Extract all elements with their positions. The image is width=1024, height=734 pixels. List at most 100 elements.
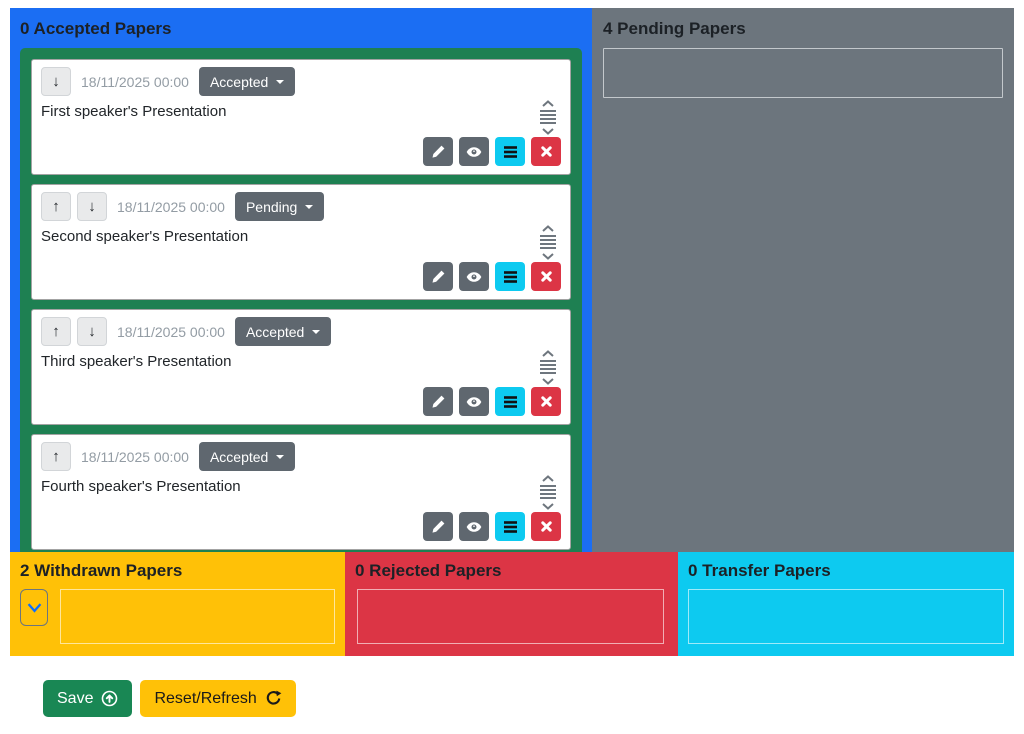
edit-button[interactable] [423,387,453,416]
status-dropdown[interactable]: Accepted [198,442,296,471]
hamburger-icon [503,395,518,409]
withdrawn-drop-zone[interactable] [60,589,335,644]
drag-handle-icon[interactable] [537,99,559,137]
list-button[interactable] [495,512,525,541]
paper-actions [41,512,561,541]
save-button[interactable]: Save [43,680,133,717]
rejected-drop-zone[interactable] [357,589,664,644]
hamburger-icon [503,145,518,159]
reset-refresh-button[interactable]: Reset/Refresh [140,680,296,717]
paper-title: Fourth speaker's Presentation [41,478,241,495]
chevron-down-icon [26,601,43,614]
paper-card-header: ↑ 18/11/2025 00:00 Accepted [41,442,561,471]
edit-button[interactable] [423,512,453,541]
arrow-up-icon: ↑ [52,448,60,465]
drag-handle-icon[interactable] [537,474,559,512]
caret-down-icon [305,204,314,209]
paper-card: ↑ ↓ 18/11/2025 00:00 Pending Second spea… [31,184,571,300]
paper-card-header: ↓ 18/11/2025 00:00 Accepted [41,67,561,96]
withdrawn-expand-button[interactable] [20,589,48,626]
paper-datetime: 18/11/2025 00:00 [117,323,225,340]
view-button[interactable] [459,137,489,166]
paper-card: ↑ ↓ 18/11/2025 00:00 Accepted Third spea… [31,309,571,425]
rejected-papers-section: 0 Rejected Papers [345,552,678,656]
status-label: Accepted [209,73,269,90]
rejected-section-title: 0 Rejected Papers [355,561,502,580]
drag-handle-icon[interactable] [537,349,559,387]
pencil-icon [431,519,446,534]
reset-button-label: Reset/Refresh [154,689,257,707]
refresh-icon [265,690,282,707]
caret-down-icon [276,454,285,459]
paper-card: ↑ 18/11/2025 00:00 Accepted Fourth speak… [31,434,571,550]
paper-actions [41,262,561,291]
status-label: Accepted [245,323,305,340]
eye-icon [466,394,482,410]
save-button-label: Save [57,689,94,707]
list-button[interactable] [495,262,525,291]
move-down-button[interactable]: ↓ [77,317,107,346]
eye-icon [466,519,482,535]
top-row: 0 Accepted Papers ↓ 18/11/2025 00:00 Acc… [10,8,1014,561]
view-button[interactable] [459,387,489,416]
x-icon [540,395,553,408]
paper-card: ↓ 18/11/2025 00:00 Accepted First speake… [31,59,571,175]
paper-title: Third speaker's Presentation [41,353,232,370]
pending-papers-section: 4 Pending Papers [592,8,1014,552]
pencil-icon [431,144,446,159]
move-down-button[interactable]: ↓ [77,192,107,221]
status-dropdown[interactable]: Pending [234,192,325,221]
x-icon [540,270,553,283]
eye-icon [466,269,482,285]
eye-icon [466,144,482,160]
status-dropdown[interactable]: Accepted [234,317,332,346]
footer-actions: Save Reset/Refresh [43,680,1014,717]
list-button[interactable] [495,137,525,166]
paper-title: Second speaker's Presentation [41,228,249,245]
hamburger-icon [503,520,518,534]
withdrawn-papers-section: 2 Withdrawn Papers [10,552,345,656]
accepted-papers-list: ↓ 18/11/2025 00:00 Accepted First speake… [20,48,582,561]
view-button[interactable] [459,262,489,291]
withdrawn-section-title: 2 Withdrawn Papers [20,561,183,580]
move-down-button[interactable]: ↓ [41,67,71,96]
pending-drop-zone[interactable] [603,48,1003,98]
transfer-drop-zone[interactable] [688,589,1004,644]
status-label: Pending [245,198,298,215]
paper-actions [41,137,561,166]
rejected-content [355,589,668,644]
caret-down-icon [312,329,321,334]
move-up-button[interactable]: ↑ [41,192,71,221]
arrow-down-icon: ↓ [88,323,96,340]
paper-card-body: First speaker's Presentation [41,100,561,137]
view-button[interactable] [459,512,489,541]
paper-datetime: 18/11/2025 00:00 [81,448,189,465]
move-up-button[interactable]: ↑ [41,317,71,346]
hamburger-icon [503,270,518,284]
arrow-up-icon: ↑ [52,198,60,215]
delete-button[interactable] [531,387,561,416]
pencil-icon [431,394,446,409]
transfer-content [688,589,1004,644]
bottom-row: 2 Withdrawn Papers 0 Rejected Papers 0 T… [10,552,1014,656]
arrow-down-icon: ↓ [88,198,96,215]
paper-card-body: Third speaker's Presentation [41,350,561,387]
edit-button[interactable] [423,137,453,166]
paper-card-body: Second speaker's Presentation [41,225,561,262]
pending-section-title: 4 Pending Papers [603,19,746,38]
move-up-button[interactable]: ↑ [41,442,71,471]
delete-button[interactable] [531,512,561,541]
paper-card-header: ↑ ↓ 18/11/2025 00:00 Pending [41,192,561,221]
paper-datetime: 18/11/2025 00:00 [81,73,189,90]
list-button[interactable] [495,387,525,416]
delete-button[interactable] [531,137,561,166]
edit-button[interactable] [423,262,453,291]
drag-handle-icon[interactable] [537,224,559,262]
delete-button[interactable] [531,262,561,291]
status-dropdown[interactable]: Accepted [198,67,296,96]
paper-card-body: Fourth speaker's Presentation [41,475,561,512]
paper-title: First speaker's Presentation [41,103,227,120]
accepted-papers-section: 0 Accepted Papers ↓ 18/11/2025 00:00 Acc… [10,8,592,561]
x-icon [540,520,553,533]
